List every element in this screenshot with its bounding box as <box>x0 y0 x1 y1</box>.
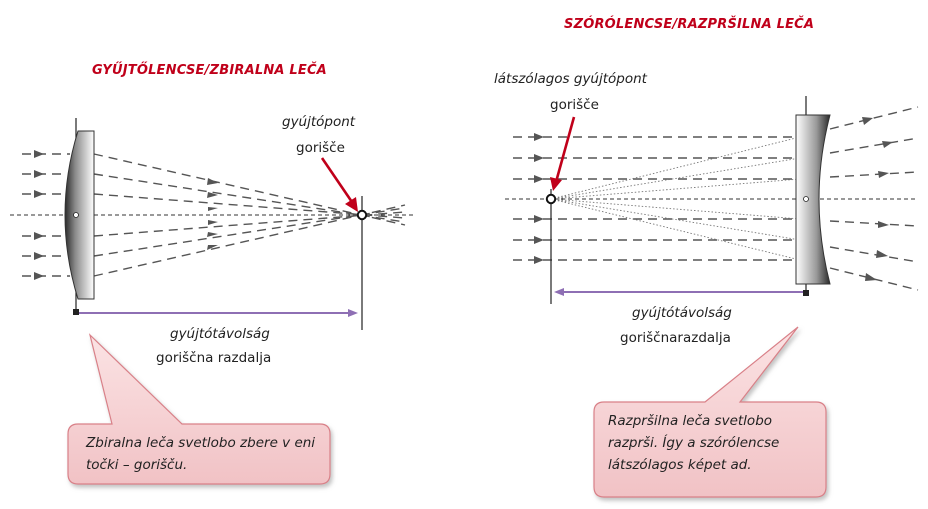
focal-length-label-hu-left: gyújtótávolság <box>170 326 270 342</box>
focus-label-hu-left: gyújtópont <box>282 114 356 130</box>
focus-pointer-right <box>550 177 562 191</box>
callout-left <box>67 333 331 485</box>
virtual-ray-extensions <box>550 136 801 261</box>
title-diverging-hu: SZÓRÓLENCSE <box>564 17 673 32</box>
incoming-arrowheads-left <box>34 150 44 280</box>
incoming-rays-right <box>513 136 800 261</box>
focus-label-sl-right: gorišče <box>550 97 599 113</box>
focal-length-label-hu-right: gyújtótávolság <box>632 305 732 321</box>
callout-text-right: Razpršilna leča svetlobo razprši. Így a … <box>608 413 780 473</box>
title-converging-sl: /ZBIRALNA LEČA <box>204 63 327 78</box>
focus-label-hu-right: látszólagos gyújtópont <box>494 71 647 87</box>
focal-length-label-sl-right: goriščnarazdalja <box>620 330 731 346</box>
focal-length-label-sl-left: goriščna razdalja <box>156 350 272 366</box>
callout-right <box>593 326 827 498</box>
diverging-lens <box>795 114 831 285</box>
converging-rays <box>93 153 406 277</box>
title-converging-lens: GYŰJTŐLENCSE/ZBIRALNA LEČA <box>92 63 327 78</box>
converging-lens <box>64 130 95 300</box>
focus-pointer-left <box>345 197 358 212</box>
title-diverging-sl: /RAZPRŠILNA LEČA <box>672 17 815 32</box>
title-diverging-lens: SZÓRÓLENCSE/RAZPRŠILNA LEČA <box>564 17 814 32</box>
focus-point-left <box>356 209 368 221</box>
virtual-focus-point <box>545 193 557 205</box>
converging-lens-diagram <box>10 118 415 330</box>
incoming-arrowheads-right <box>534 133 544 264</box>
diverging-lens-diagram <box>505 96 919 304</box>
diverging-arrowheads <box>862 117 893 281</box>
title-converging-hu: GYŰJTŐLENCSE <box>92 63 205 78</box>
focus-label-sl-left: gorišče <box>296 140 345 156</box>
converging-arrowheads <box>207 178 218 250</box>
callout-text-left: Zbiralna leča svetlobo zbere v eni točki… <box>86 435 316 473</box>
